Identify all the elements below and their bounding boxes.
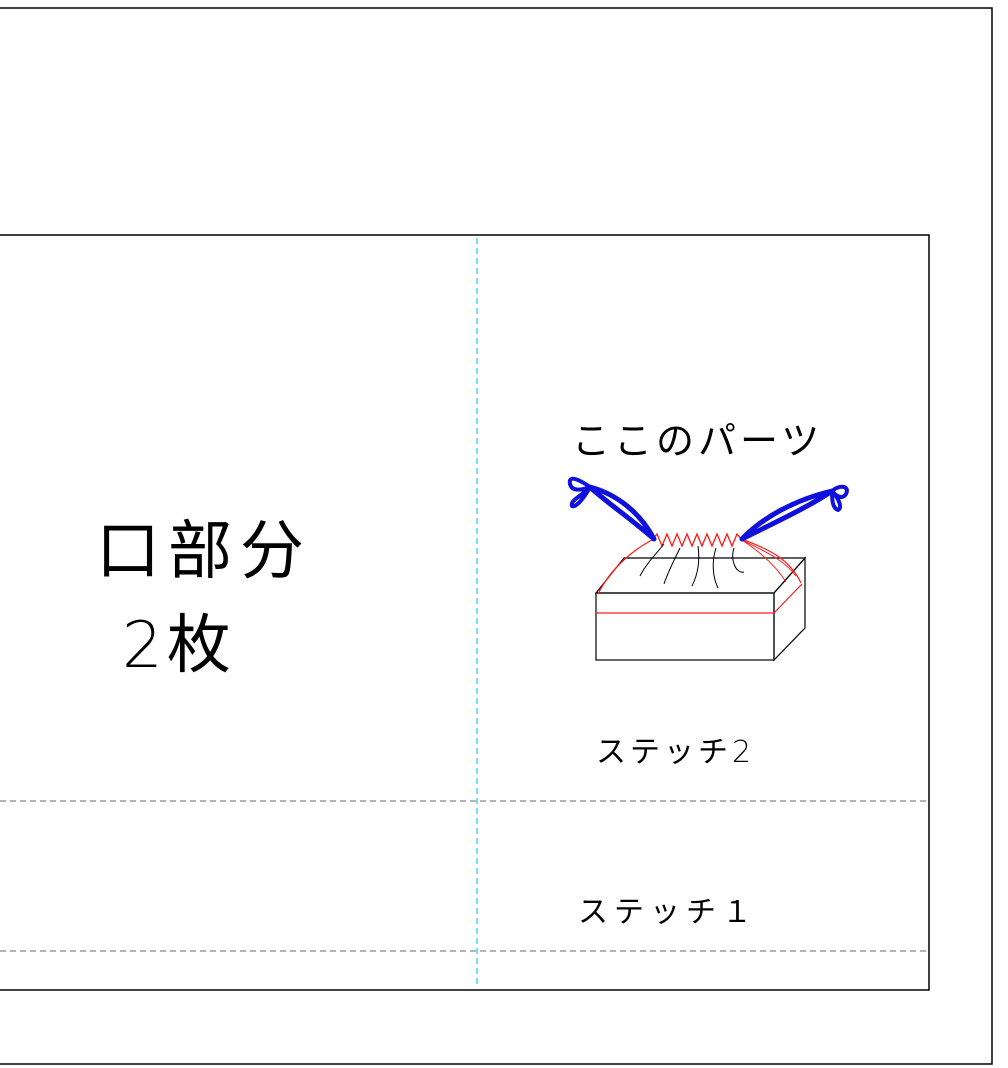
box-top — [594, 557, 807, 594]
fabric-right-inner — [741, 539, 787, 583]
ribbon-right — [739, 488, 835, 542]
ribbon-left — [587, 484, 657, 542]
pattern-piece-outline — [0, 234, 930, 991]
box-front — [595, 592, 775, 661]
box-side — [773, 556, 806, 662]
wrinkle-1 — [639, 543, 665, 577]
ribbon-right-tip — [830, 484, 849, 513]
fabric-right — [741, 538, 802, 584]
sheet-border — [0, 7, 993, 1065]
gather-stitch — [651, 532, 743, 548]
fabric-right-inner-2 — [743, 540, 797, 577]
bento-pouch-illustration — [567, 476, 849, 662]
stitch-1-label: ステッチ１ — [578, 895, 758, 930]
fabric-band-side — [773, 583, 803, 614]
part-count-label: 2枚 — [122, 609, 235, 683]
wrinkle-3 — [691, 545, 700, 587]
this-part-label: ここのパーツ — [572, 419, 824, 463]
wrinkle-4 — [712, 547, 719, 589]
fabric-left — [597, 538, 655, 595]
ribbon-left-tip — [567, 476, 592, 509]
stitch-2-label: ステッチ2 — [596, 735, 756, 770]
wrinkle-2 — [663, 547, 681, 585]
part-name-label: 口部分 — [96, 515, 312, 589]
wrinkle-5 — [732, 547, 745, 573]
